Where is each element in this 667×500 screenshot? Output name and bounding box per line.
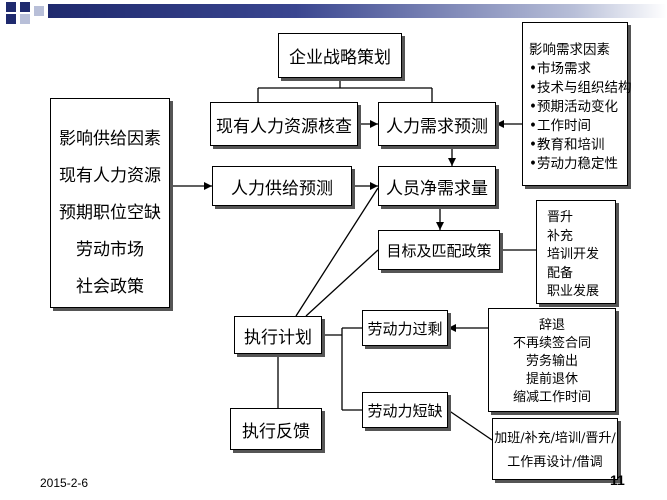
feedback-box: 执行反馈 [230,408,322,450]
net-demand-label: 人员净需求量 [386,178,488,199]
shortage-list-box: 加班/补充/培训/晋升/ 工作再设计/借调 [492,418,618,480]
inventory-label: 现有人力资源核查 [216,116,352,137]
header-gradient-bar [48,4,667,18]
header-decoration [0,0,667,26]
policy-item: 晋升 [547,210,574,225]
header-square [20,14,30,24]
shortage-item: 加班/补充/培训/晋升/ [494,431,616,446]
execute-box: 执行计划 [234,316,322,354]
header-square [6,2,16,12]
demand-factors-box: 影响需求因素 •市场需求 •技术与组织结构 •预期活动变化 •工作时间 •教育和… [522,22,632,186]
demand-factor-item: •教育和培训 [529,137,605,153]
surplus-box: 劳动力过剩 [362,310,448,346]
demand-factor-item: •预期活动变化 [529,99,618,115]
surplus-item: 辞退 [538,318,565,333]
execute-label: 执行计划 [244,327,312,348]
surplus-item: 不再续签合同 [512,336,591,351]
supply-forecast-label: 人力供给预测 [231,178,333,199]
demand-factors-title: 影响需求因素 [529,42,610,58]
demand-factor-item: •劳动力稳定性 [529,156,618,172]
page-number: 11 [610,472,625,488]
header-square [6,14,16,24]
policy-item: 培训开发 [547,247,600,262]
inventory-box: 现有人力资源核查 [210,102,358,146]
policy-label: 目标及匹配政策 [386,241,492,260]
supply-factors-box: 影响供给因素 现有人力资源 预期职位空缺 劳动市场 社会政策 [50,98,170,308]
demand-forecast-label: 人力需求预测 [386,116,488,137]
demand-factor-item: •技术与组织结构 [529,80,632,96]
surplus-item: 劳务输出 [525,354,578,369]
surplus-item: 缩减工作时间 [512,390,591,405]
demand-forecast-box: 人力需求预测 [378,102,496,146]
supply-factor-item: 现有人力资源 [59,166,161,186]
footer-date: 2015-2-6 [40,476,89,490]
header-square [20,2,30,12]
demand-factor-item: •工作时间 [529,118,591,134]
policy-list-box: 晋升 补充 培训开发 配备 职业发展 [536,200,616,304]
supply-forecast-box: 人力供给预测 [212,166,352,206]
surplus-list-box: 辞退 不再续签合同 劳务输出 提前退休 缩减工作时间 [488,308,616,412]
header-square [34,6,44,16]
supply-factor-item: 社会政策 [76,277,144,297]
shortage-label: 劳动力短缺 [367,401,443,420]
shortage-item: 工作再设计/借调 [507,455,603,470]
supply-factor-item: 预期职位空缺 [59,203,161,223]
policy-item: 补充 [547,228,574,244]
net-demand-box: 人员净需求量 [378,166,496,206]
policy-box: 目标及匹配政策 [378,230,500,270]
strategy-label: 企业战略策划 [289,48,391,68]
supply-factor-item: 影响供给因素 [59,129,161,149]
policy-item: 配备 [547,265,574,281]
surplus-item: 提前退休 [525,372,578,387]
shortage-box: 劳动力短缺 [362,392,448,428]
demand-factor-item: •市场需求 [529,61,591,77]
supply-factor-item: 劳动市场 [76,240,144,260]
policy-item: 职业发展 [547,284,600,299]
feedback-label: 执行反馈 [242,421,310,442]
strategy-box: 企业战略策划 [278,33,402,78]
surplus-label: 劳动力过剩 [367,319,443,338]
